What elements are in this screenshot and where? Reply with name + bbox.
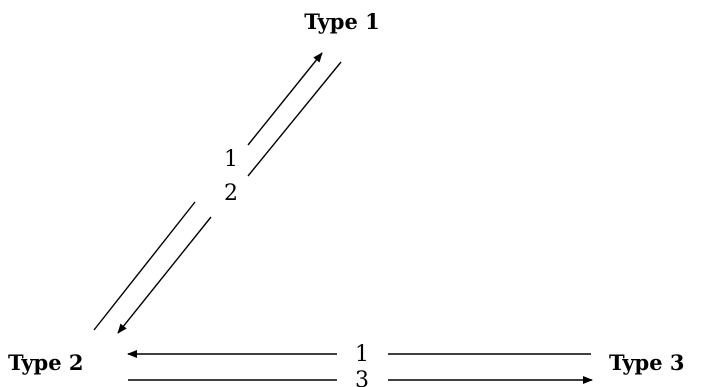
edge-label-type2-to-type1: 1 xyxy=(224,147,238,172)
node-type-1: Type 1 xyxy=(304,9,380,34)
edge-label-type1-to-type2: 2 xyxy=(224,181,238,206)
edge-label-type2-to-type3: 3 xyxy=(355,368,369,387)
edge-label-type3-to-type2: 1 xyxy=(355,342,369,367)
node-type-2: Type 2 xyxy=(8,350,84,375)
edge-type1-to-type2 xyxy=(117,61,342,334)
edge-type2-to-type1 xyxy=(93,52,323,331)
node-type-3: Type 3 xyxy=(609,350,685,375)
